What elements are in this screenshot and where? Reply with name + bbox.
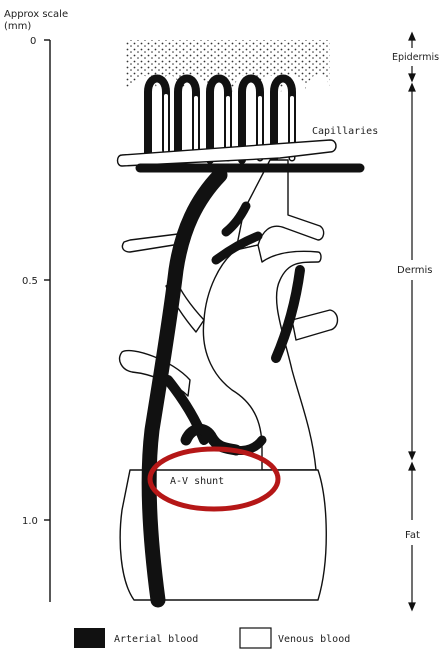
layer-label-epidermis: Epidermis <box>392 52 439 63</box>
legend-swatch-arterial <box>74 628 105 648</box>
legend-label-arterial: Arterial blood <box>114 634 198 645</box>
scale-title: Approx scale <box>4 9 68 20</box>
layer-label-dermis: Dermis <box>397 265 433 276</box>
legend: Arterial blood Venous blood <box>74 628 350 648</box>
capillaries-label: Capillaries <box>312 126 378 137</box>
layer-markers <box>409 33 415 610</box>
legend-swatch-venous <box>240 628 271 648</box>
scale-tick-0.5: 0.5 <box>22 276 38 287</box>
scale-unit: (mm) <box>4 21 31 32</box>
scale-bar: Approx scale (mm) 0 0.5 1.0 <box>4 9 68 602</box>
scale-tick-1.0: 1.0 <box>22 516 38 527</box>
scale-tick-0: 0 <box>30 36 36 47</box>
legend-label-venous: Venous blood <box>278 634 350 645</box>
layer-label-fat: Fat <box>405 530 420 541</box>
av-shunt-label: A-V shunt <box>170 476 224 487</box>
